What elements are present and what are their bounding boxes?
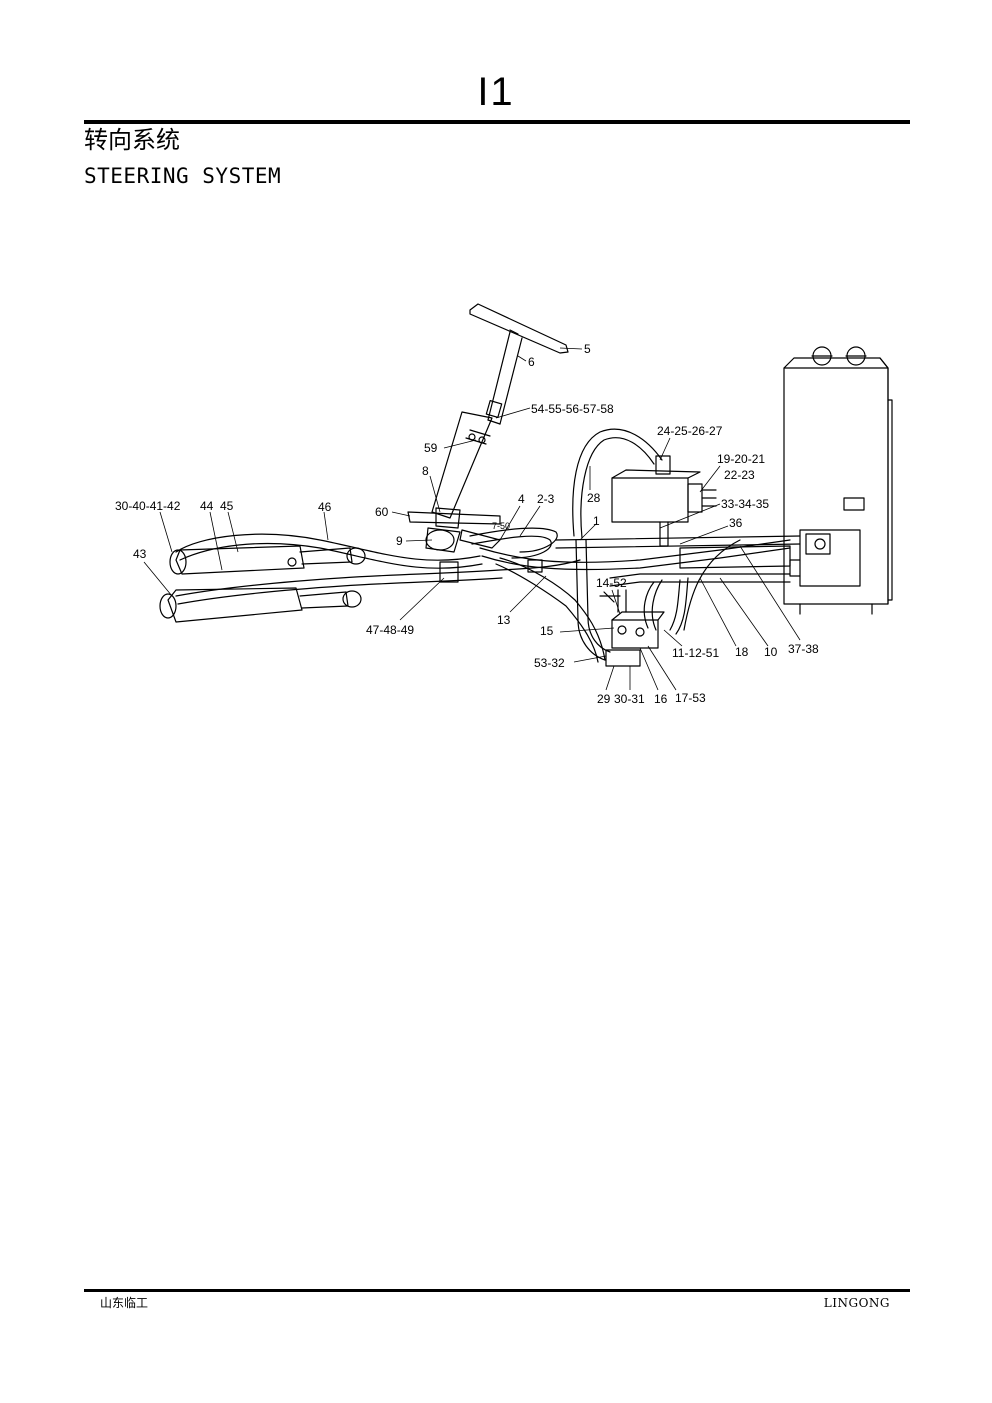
callout-44: 44	[200, 499, 214, 513]
callout-53-32: 53-32	[534, 656, 565, 670]
callout-60: 60	[375, 505, 389, 519]
callout-7-50: 7-50	[492, 521, 510, 531]
hose-loop	[572, 428, 663, 661]
steering-cylinder-lower	[159, 587, 362, 623]
header-rule	[84, 120, 910, 124]
callout-6: 6	[528, 355, 535, 369]
cylinder-hoses	[175, 533, 581, 605]
callout-14-52: 14-52	[596, 576, 627, 590]
callout-8: 8	[422, 464, 429, 478]
callout-30-42: 30-40-41-42	[115, 499, 181, 513]
callout-28: 28	[587, 491, 601, 505]
callout-11-51: 11-12-51	[672, 646, 719, 660]
callout-4: 4	[518, 492, 525, 506]
title-english: STEERING SYSTEM	[84, 164, 282, 188]
callout-47-49: 47-48-49	[366, 623, 414, 637]
steering-wheel	[469, 303, 569, 354]
callout-37-38: 37-38	[788, 642, 819, 656]
callout-13: 13	[497, 613, 511, 627]
callout-46: 46	[318, 500, 332, 514]
title-chinese: 转向系统	[84, 126, 180, 154]
callout-43: 43	[133, 547, 147, 561]
hydraulic-tank	[783, 346, 893, 615]
callout-36: 36	[729, 516, 743, 530]
callout-17-53: 17-53	[675, 691, 706, 705]
callout-2-3: 2-3	[537, 492, 555, 506]
steering-hoses	[469, 527, 791, 663]
callout-59: 59	[424, 441, 438, 455]
callout-19-21: 19-20-21	[717, 452, 765, 466]
callout-15: 15	[540, 624, 554, 638]
callout-33-35: 33-34-35	[721, 497, 769, 511]
callout-18: 18	[735, 645, 749, 659]
callout-22-23: 22-23	[724, 468, 755, 482]
callout-45: 45	[220, 499, 234, 513]
callout-5: 5	[584, 342, 591, 356]
callout-9: 9	[396, 534, 403, 548]
steering-cylinder-upper	[169, 545, 366, 575]
steering-system-diagram: 5 6 54-55-56-57-58 24-25-26-27 59 19-20-…	[115, 303, 893, 706]
callout-1: 1	[593, 514, 600, 528]
pump-block	[611, 455, 717, 547]
callout-10: 10	[764, 645, 778, 659]
callout-24-27: 24-25-26-27	[657, 424, 723, 438]
callout-30-31: 30-31	[614, 692, 645, 706]
callout-16: 16	[654, 692, 668, 706]
page-number: I1	[477, 70, 515, 114]
footer-company-en: LINGONG	[823, 1296, 890, 1310]
priority-valve	[599, 589, 665, 667]
callout-54-58: 54-55-56-57-58	[531, 402, 614, 416]
tank-pipes	[555, 535, 801, 635]
footer-company-cn: 山东临工	[100, 1296, 149, 1310]
footer-rule	[84, 1289, 910, 1292]
callout-29: 29	[597, 692, 611, 706]
steering-column	[407, 331, 523, 553]
